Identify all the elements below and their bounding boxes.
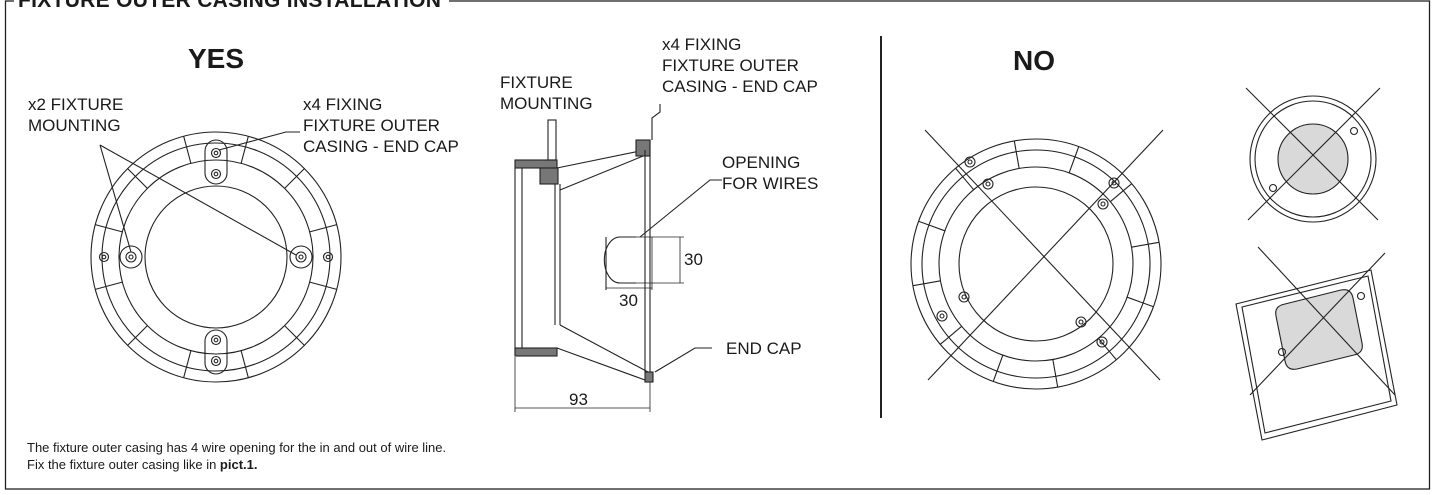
no-cross-line [1257,246,1396,396]
ring-rib [923,280,941,285]
no-round-fixture [1245,87,1381,223]
label-line: MOUNTING [28,116,121,135]
no-heading: NO [1013,45,1055,76]
ring-rib [296,337,305,346]
label-line: OPENING [722,153,801,172]
label-line: FIXTURE OUTER [303,116,440,135]
end-cap-label: END CAP [726,339,802,358]
label-line: FIXTURE OUTER [662,56,799,75]
ring-rib [135,176,148,189]
mounting-tab-right [289,245,334,269]
ring-rib [105,281,123,288]
ring-rib [244,366,249,378]
ring-rib [962,176,975,191]
dim-depth: 93 [569,390,588,409]
footer-line-1: The fixture outer casing has 4 wire open… [27,440,447,455]
label-line: FIXTURE [500,73,573,92]
opening-label: OPENING FOR WIRES [722,152,818,194]
section-fixing-label: x4 FIXING FIXTURE OUTER CASING - END CAP [662,34,818,97]
ring-rib [992,370,998,382]
label-line: x2 FIXTURE [28,95,124,114]
yes-front-view [90,131,342,383]
yes-leader-lines [99,131,300,256]
yes-heading: YES [188,43,245,74]
section-leader-lines [639,104,722,373]
ring-rib [1108,350,1117,361]
ring-rib [284,176,297,189]
ring-rib [135,325,148,338]
ring-rib [1055,376,1059,388]
frame-border [4,0,1431,490]
label-line: FOR WIRES [722,174,819,193]
ring-rib [325,224,337,229]
ring-rib [1126,296,1144,304]
ring-rib [996,354,1004,372]
ring-rib [296,168,305,177]
ring-rib [95,224,107,229]
ring-rib [240,350,247,368]
ring-rib [127,337,136,346]
ring-rib [939,336,950,345]
ring-rib [240,146,247,164]
ring-rib [928,224,946,232]
no-cross-line [1249,252,1386,396]
label-line: CASING - END CAP [662,77,818,96]
ring-rib [912,283,924,287]
no-cross-line [1245,87,1379,221]
no-square-fixture [1235,246,1398,441]
mounting-tab-left [98,245,143,269]
section-mounting-label: FIXTURE MOUNTING [500,72,593,114]
mounting-tab-top [204,139,228,185]
ring-rib [185,146,192,164]
ring-rib [918,220,930,226]
ring-rib [284,325,297,338]
ring-rib [244,136,249,148]
dim-width: 30 [619,291,638,310]
mounting-tab-bottom [204,329,228,375]
ring-rib [1122,183,1133,192]
ring-rib [309,281,327,288]
ring-rib [95,285,107,290]
ring-rib [1131,243,1149,248]
label-line: CASING - END CAP [303,137,459,156]
ring-rib [127,168,136,177]
ring-rib [1109,190,1124,203]
ring-rib [185,350,192,368]
ring-rib [183,136,188,148]
no-cross-line [1247,87,1381,221]
no-front-view [910,129,1164,390]
no-cross-line [924,129,1161,381]
ring-rib [325,285,337,290]
page-title: FIXTURE OUTER CASING INSTALLATION [14,0,450,12]
dim-height: 30 [684,250,703,269]
ring-rib [105,226,123,233]
ring-rib [1015,151,1020,169]
no-cross-line [927,129,1164,381]
ring-rib [1142,302,1154,308]
ring-rib [1068,156,1076,174]
yes-fixing-label: x4 FIXING FIXTURE OUTER CASING - END CAP [303,94,459,157]
ring-rib [948,325,963,338]
ring-rib [1013,140,1017,152]
ring-rib [955,167,964,178]
ring-rib [183,366,188,378]
footer-line-2: Fix the fixture outer casing like in pic… [27,457,258,473]
ring-rib [1052,359,1057,377]
label-line: MOUNTING [500,94,593,113]
ring-rib [1074,146,1080,158]
yes-mounting-label: x2 FIXTURE MOUNTING [28,94,123,136]
section-view [514,119,684,412]
label-line: x4 FIXING [662,35,742,54]
footer-text: Fix the fixture outer casing like in [27,457,220,472]
footer-pict-ref: pict.1. [219,457,258,472]
ring-rib [309,226,327,233]
label-line: x4 FIXING [303,95,383,114]
ring-rib [1148,241,1160,245]
